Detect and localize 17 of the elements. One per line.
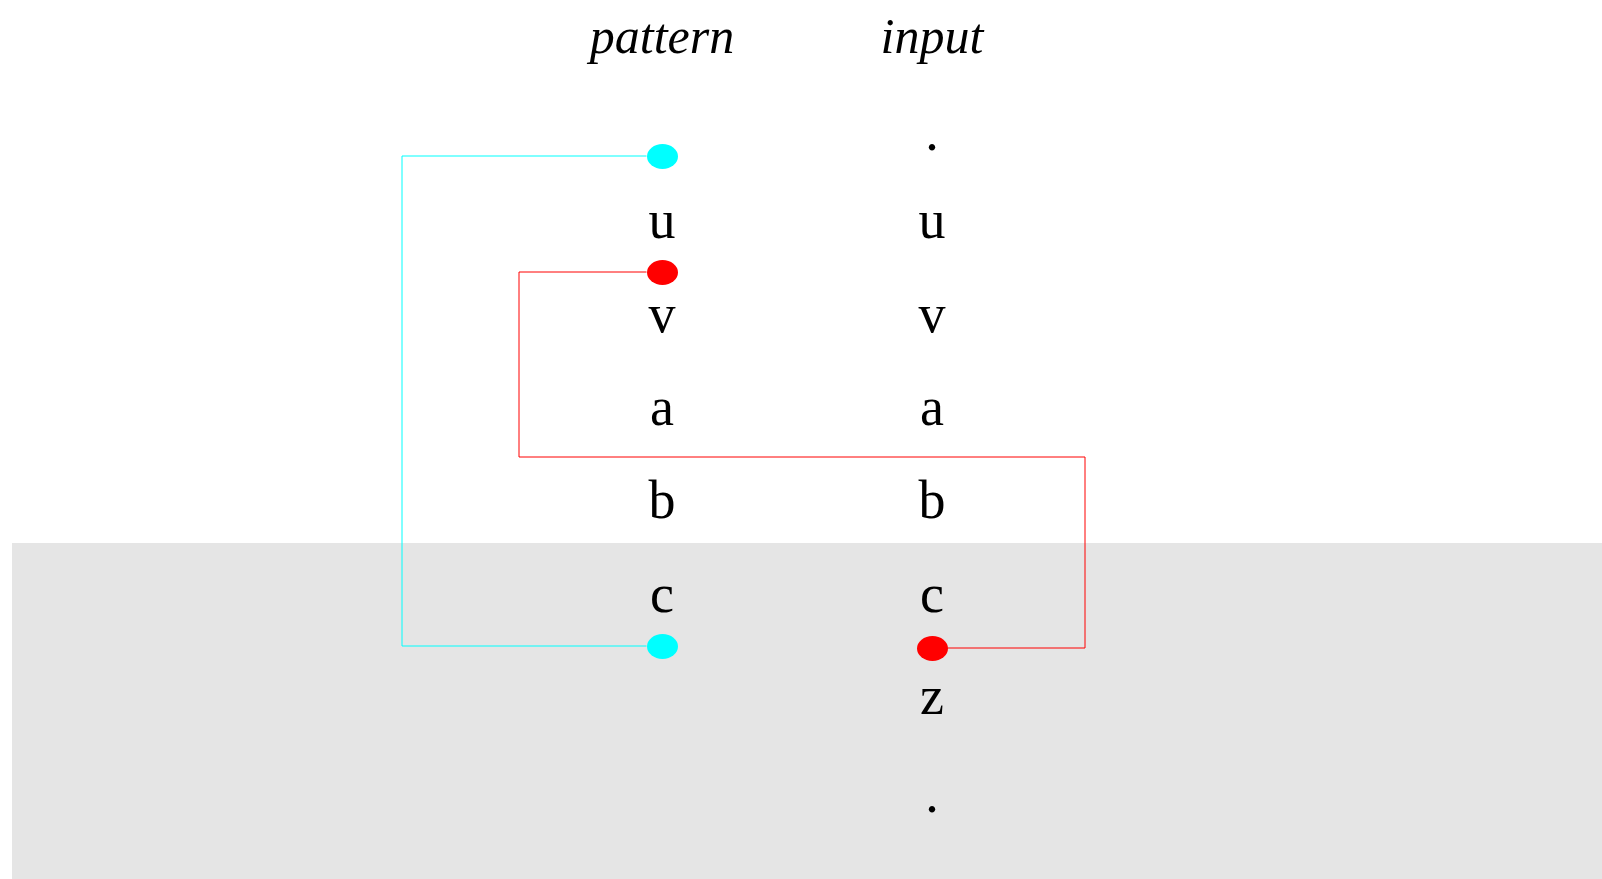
letter: b [918, 473, 946, 527]
marker-dot [646, 143, 678, 169]
letter: u [918, 193, 946, 247]
letter: v [918, 287, 946, 341]
letter: a [650, 380, 674, 434]
letter: c [650, 567, 674, 621]
letter: c [920, 567, 944, 621]
connector-line [518, 271, 1086, 649]
period-mark: . [925, 105, 939, 159]
letter: a [920, 380, 944, 434]
letter: b [648, 473, 676, 527]
marker-dot [646, 259, 678, 285]
connector-line [401, 155, 647, 647]
letter: z [920, 669, 944, 723]
letter: v [648, 287, 676, 341]
letter: u [648, 193, 676, 247]
period-mark: . [925, 767, 939, 821]
